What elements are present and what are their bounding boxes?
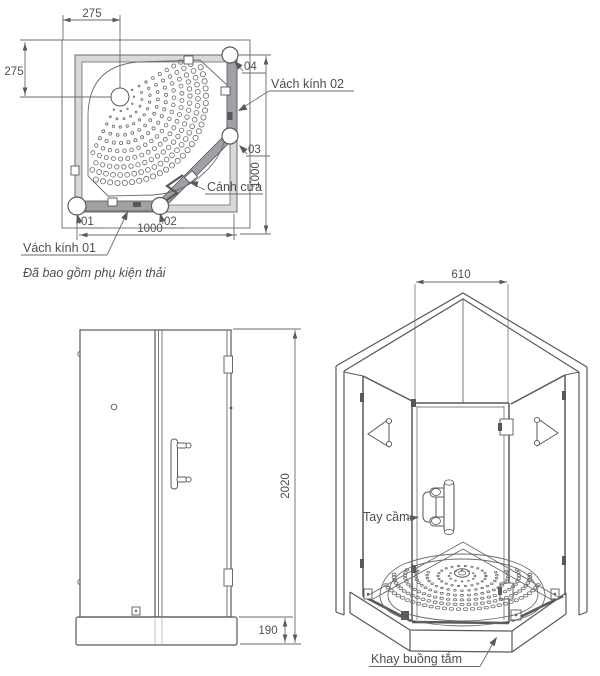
plan-view: 275 275 1000 1000 04 03 02 01 Vách kính …	[4, 8, 354, 280]
callout-01: 01	[81, 216, 94, 228]
callout-04: 04	[244, 61, 257, 73]
plan-bracket-right	[227, 112, 233, 120]
plan-glass-panel-02	[226, 54, 238, 140]
plan-dim-275-left: 275	[4, 66, 23, 78]
front-dim-2020: 2020	[280, 473, 292, 499]
persp-drain-holes	[383, 564, 541, 611]
plan-handle-icon	[160, 174, 184, 205]
persp-wall-braces	[367, 416, 559, 448]
plan-dim-1000-bottom: 1000	[137, 223, 163, 235]
label-vach-kinh-02: Vách kính 02	[271, 77, 344, 91]
persp-handle	[422, 479, 455, 536]
front-floor-clamp-dot	[134, 609, 138, 613]
plan-clip-top	[183, 55, 194, 65]
persp-dimension-lines	[414, 281, 509, 403]
persp-walls	[335, 292, 588, 616]
persp-tray	[349, 541, 567, 653]
plan-floor-outline	[87, 59, 228, 197]
plan-outer-wall	[61, 39, 251, 229]
label-canh-cua: Cánh cửa	[207, 180, 262, 194]
label-khay-buong-tam: Khay buồng tắm	[371, 651, 462, 666]
plan-corner-01	[67, 196, 87, 216]
plan-dim-275-top: 275	[82, 8, 101, 20]
plan-handle-mount	[183, 170, 199, 184]
front-panel-hole	[110, 403, 118, 411]
plan-corner-04	[221, 46, 239, 64]
plan-callouts: 04 03 02 01 Vách kính 02 Cánh cửa Vách k…	[21, 61, 354, 256]
plan-clip-right	[220, 86, 231, 96]
label-tay-cam: Tay cầm	[363, 510, 410, 524]
front-handle	[170, 438, 192, 490]
front-edge-notches	[77, 350, 81, 586]
plan-drain-holes	[89, 59, 209, 186]
plan-drain	[110, 87, 130, 107]
front-hinge-bottom	[223, 568, 233, 587]
callout-02: 02	[164, 216, 177, 228]
callout-03: 03	[248, 144, 261, 156]
front-door-pin	[229, 406, 233, 410]
dimension-arrowheads	[22, 17, 507, 647]
plan-clip-left	[70, 165, 80, 176]
plan-glass-panel-01	[76, 200, 161, 212]
front-dim-190: 190	[258, 625, 277, 637]
plan-bracket-bottom	[133, 202, 141, 207]
label-vach-kinh-01: Vách kính 01	[23, 241, 96, 255]
front-view: 2020 190	[75, 328, 301, 646]
plan-clip-bottom	[107, 197, 118, 207]
plan-dim-1000-right: 1000	[250, 162, 262, 188]
front-tray-base	[75, 616, 238, 646]
plan-note: Đã bao gồm phụ kiện thải	[23, 266, 167, 280]
perspective-view: 610 Tay cầm Khay buồng tắm	[335, 269, 588, 667]
persp-hardware	[360, 391, 566, 621]
plan-dimension-lines	[20, 15, 271, 240]
front-hinge-top	[223, 355, 233, 374]
persp-dim-610: 610	[451, 269, 470, 281]
plan-corner-02	[150, 196, 170, 216]
plan-corner-03	[221, 127, 239, 145]
